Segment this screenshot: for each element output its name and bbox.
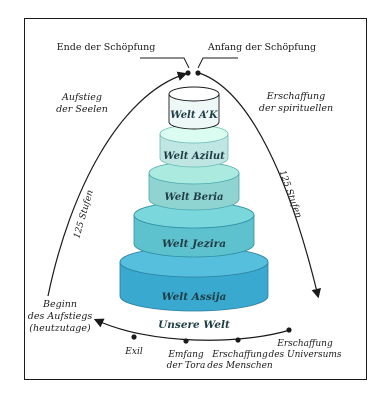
label-ascent-2: der Seelen bbox=[56, 104, 108, 115]
label-begin-1: Beginn bbox=[42, 299, 77, 310]
label-torah-2: der Tora bbox=[167, 361, 206, 371]
label-left-steps: 125 Stufen bbox=[72, 189, 95, 240]
label-end-of-creation: Ende der Schöpfung bbox=[57, 42, 156, 53]
top-dot-left bbox=[185, 70, 191, 76]
timeline-arc bbox=[93, 318, 291, 341]
tier-label-beria: Welt Beria bbox=[164, 192, 223, 203]
pointer-end-line bbox=[140, 57, 190, 69]
pointer-beginning-line bbox=[197, 57, 238, 69]
timeline-dot-universe bbox=[286, 327, 292, 333]
label-exile: Exil bbox=[124, 347, 143, 357]
label-universe-1: Erschaffung bbox=[276, 339, 333, 349]
tier-azilut: Welt Azilut bbox=[159, 124, 229, 168]
label-our-world: Unsere Welt bbox=[158, 319, 230, 331]
left-ascent-arrow bbox=[47, 71, 188, 297]
label-begin-3: (heutzutage) bbox=[29, 323, 91, 334]
timeline-dot-men bbox=[235, 337, 241, 343]
label-beginning-of-creation: Anfang der Schöpfung bbox=[207, 42, 316, 53]
tier-jezira: Welt Jezira bbox=[133, 201, 255, 258]
timeline-dot-exile bbox=[131, 334, 137, 340]
label-men-2: des Menschen bbox=[207, 361, 273, 371]
tier-label-jezira: Welt Jezira bbox=[162, 238, 226, 250]
timeline-dot-torah bbox=[183, 338, 189, 344]
top-dot-right bbox=[195, 70, 201, 76]
label-universe-2: des Universums bbox=[268, 350, 341, 360]
label-ascent-1: Aufstieg bbox=[61, 92, 102, 103]
label-right-steps: 125 Stufen bbox=[277, 169, 304, 220]
tier-ak: Welt A’K bbox=[168, 86, 220, 130]
label-men-1: Erschaffung bbox=[211, 350, 268, 360]
right-descent-arrow bbox=[198, 72, 321, 299]
tier-label-assija: Welt Assija bbox=[162, 291, 227, 303]
tier-beria: Welt Beria bbox=[148, 161, 240, 211]
label-torah-1: Emfang bbox=[167, 350, 204, 360]
tier-label-ak: Welt A’K bbox=[170, 110, 219, 121]
label-begin-2: des Aufstiegs bbox=[28, 311, 93, 322]
label-creation-2: der spirituellen bbox=[259, 103, 333, 114]
label-creation-1: Erschaffung bbox=[266, 91, 326, 102]
tier-label-azilut: Welt Azilut bbox=[163, 151, 225, 162]
